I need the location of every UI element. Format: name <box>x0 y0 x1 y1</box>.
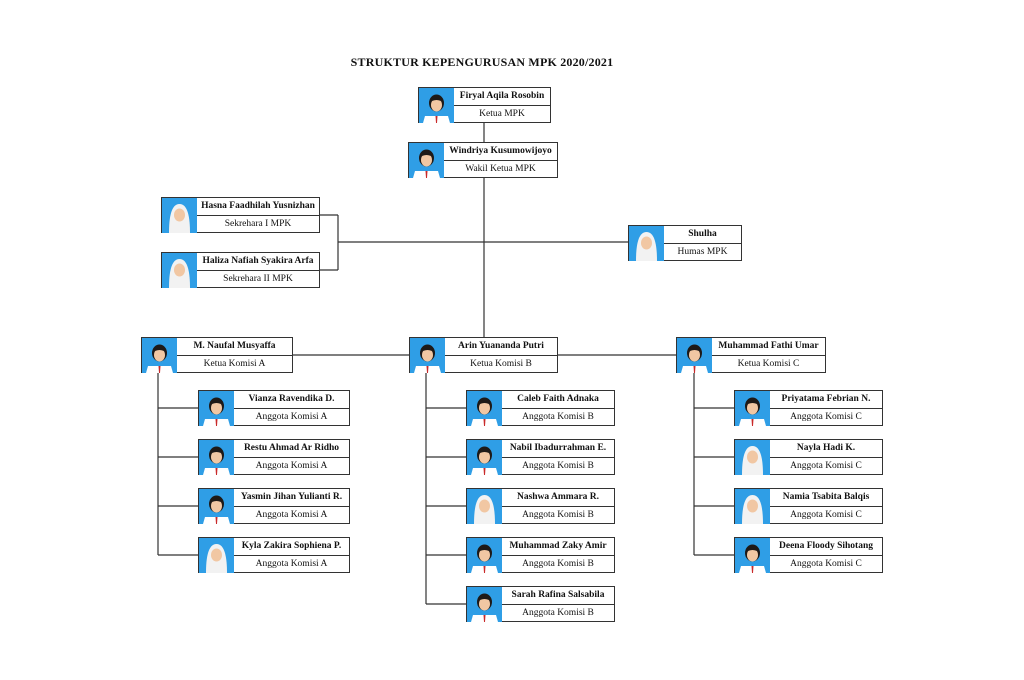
member-photo <box>199 440 234 475</box>
member-name: Kyla Zakira Sophiena P. <box>234 538 349 556</box>
member-role: Anggota Komisi A <box>255 411 328 422</box>
member-photo <box>467 440 502 475</box>
member-photo <box>677 338 712 373</box>
member-photo <box>735 391 770 426</box>
member-name: Yasmin Jihan Yulianti R. <box>234 489 349 507</box>
member-role: Anggota Komisi B <box>522 509 594 520</box>
member-photo <box>735 440 770 475</box>
member-card: Nayla Hadi K. Anggota Komisi C <box>734 439 883 475</box>
member-name: Vianza Ravendika D. <box>234 391 349 409</box>
member-role: Anggota Komisi B <box>522 411 594 422</box>
member-role: Anggota Komisi C <box>790 558 862 569</box>
member-name: Arin Yuananda Putri <box>445 338 557 356</box>
member-role: Anggota Komisi B <box>522 607 594 618</box>
member-role: Wakil Ketua MPK <box>465 163 536 174</box>
member-photo <box>162 198 197 233</box>
member-photo <box>199 489 234 524</box>
member-name: Haliza Nafiah Syakira Arfa <box>197 253 319 271</box>
member-card: Nabil Ibadurrahman E. Anggota Komisi B <box>466 439 615 475</box>
member-photo <box>467 489 502 524</box>
member-name: Restu Ahmad Ar Ridho <box>234 440 349 458</box>
member-name: Hasna Faadhilah Yusnizhan <box>197 198 319 216</box>
member-role: Ketua MPK <box>479 108 525 119</box>
member-name: Nashwa Ammara R. <box>502 489 614 507</box>
member-photo <box>467 391 502 426</box>
member-role: Anggota Komisi C <box>790 509 862 520</box>
member-role: Anggota Komisi B <box>522 460 594 471</box>
member-card: Yasmin Jihan Yulianti R. Anggota Komisi A <box>198 488 350 524</box>
member-name: Muhammad Zaky Amir <box>502 538 614 556</box>
member-name: M. Naufal Musyaffa <box>177 338 292 356</box>
member-card: Kyla Zakira Sophiena P. Anggota Komisi A <box>198 537 350 573</box>
member-name: Muhammad Fathi Umar <box>712 338 825 356</box>
member-name: Nayla Hadi K. <box>770 440 882 458</box>
member-role: Sekrehara I MPK <box>224 218 292 229</box>
member-role: Anggota Komisi C <box>790 460 862 471</box>
member-role: Ketua Komisi B <box>470 358 532 369</box>
member-role: Anggota Komisi B <box>522 558 594 569</box>
member-photo <box>629 226 664 261</box>
member-role: Anggota Komisi C <box>790 411 862 422</box>
member-photo <box>735 489 770 524</box>
member-card: Nashwa Ammara R. Anggota Komisi B <box>466 488 615 524</box>
member-name: Priyatama Febrian N. <box>770 391 882 409</box>
member-photo <box>409 143 444 178</box>
member-photo <box>410 338 445 373</box>
member-photo <box>735 538 770 573</box>
member-photo <box>467 538 502 573</box>
member-name: Shulha <box>664 226 741 244</box>
member-role: Anggota Komisi A <box>255 509 328 520</box>
member-name: Deena Floody Sihotang <box>770 538 882 556</box>
member-photo <box>199 538 234 573</box>
member-role: Anggota Komisi A <box>255 460 328 471</box>
member-photo <box>142 338 177 373</box>
member-photo <box>467 587 502 622</box>
member-role: Humas MPK <box>677 246 728 257</box>
member-card: Priyatama Febrian N. Anggota Komisi C <box>734 390 883 426</box>
member-name: Namia Tsabita Balqis <box>770 489 882 507</box>
member-name: Windriya Kusumowijoyo <box>444 143 557 161</box>
chart-title: STRUKTUR KEPENGURUSAN MPK 2020/2021 <box>350 55 614 69</box>
member-name: Caleb Faith Adnaka <box>502 391 614 409</box>
member-role: Ketua Komisi A <box>203 358 266 369</box>
member-card: Vianza Ravendika D. Anggota Komisi A <box>198 390 350 426</box>
member-name: Sarah Rafina Salsabila <box>502 587 614 605</box>
member-photo <box>199 391 234 426</box>
member-photo <box>419 88 454 123</box>
member-photo <box>162 253 197 288</box>
member-role: Sekrehara II MPK <box>223 273 293 284</box>
member-name: Nabil Ibadurrahman E. <box>502 440 614 458</box>
member-role: Ketua Komisi C <box>737 358 800 369</box>
member-role: Anggota Komisi A <box>255 558 328 569</box>
member-name: Firyal Aqila Rosobin <box>454 88 550 106</box>
